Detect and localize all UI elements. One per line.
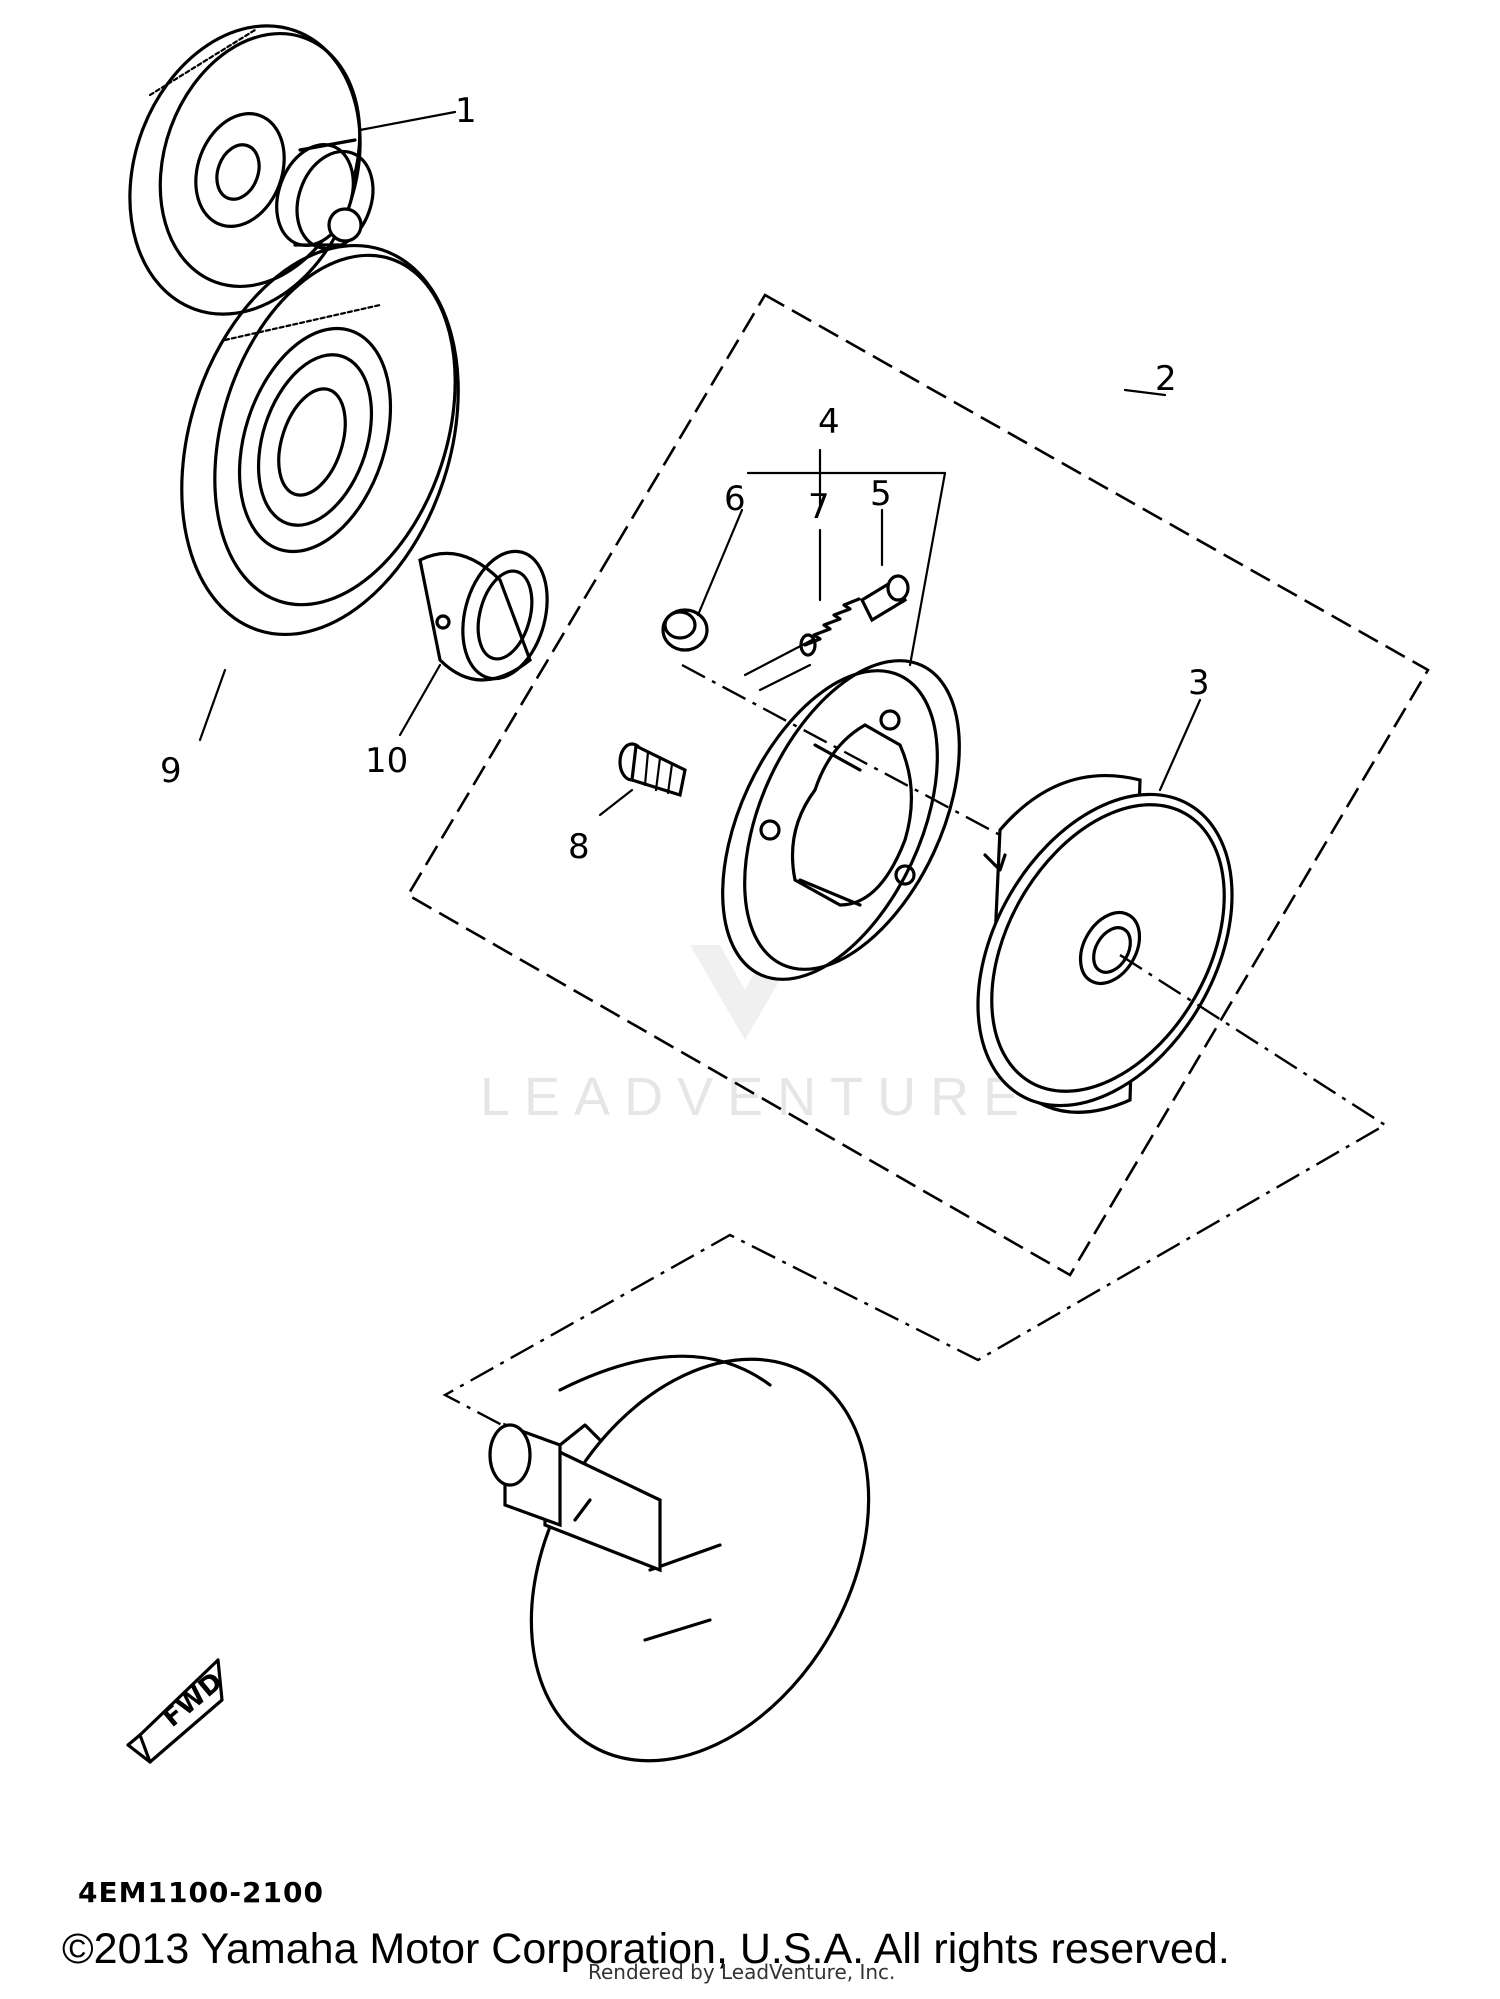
assembly-2-outline <box>406 293 1430 1277</box>
callout-6: 6 <box>724 479 746 519</box>
callout-3: 3 <box>1188 663 1210 703</box>
callout-5: 5 <box>870 474 892 514</box>
part-7-spring <box>799 597 861 657</box>
part-3-clutch-housing <box>976 773 1234 1114</box>
one-way-clutch <box>721 659 961 981</box>
callout-labels: 1 2 3 4 5 6 7 8 9 10 <box>160 91 1210 867</box>
part-5-plunger <box>859 574 910 623</box>
drawing-code: 4EM1100-2100 <box>78 1876 324 1909</box>
callout-2: 2 <box>1155 359 1177 399</box>
copyright-notice: ©2013 Yamaha Motor Corporation, U.S.A. A… <box>62 1925 1230 1973</box>
callout-10: 10 <box>365 741 408 781</box>
leader-lines <box>198 110 1202 817</box>
callout-1: 1 <box>455 91 477 131</box>
fwd-arrow-icon: FWD <box>126 1658 229 1764</box>
callout-7: 7 <box>808 487 830 527</box>
part-9-wheel-gear <box>180 243 460 637</box>
part-10-collar <box>418 549 549 682</box>
part-1-idle-gear <box>128 24 375 316</box>
assembly-centerline <box>442 663 1388 1547</box>
callout-8: 8 <box>568 827 590 867</box>
crankshaft-flywheel <box>488 1354 871 1763</box>
rendered-by-note: Rendered by LeadVenture, Inc. <box>588 1960 896 1984</box>
part-4-grouping-line <box>743 638 814 692</box>
callout-4: 4 <box>818 402 840 442</box>
part-6-roller <box>661 608 709 652</box>
part-8-bolt <box>618 742 687 798</box>
callout-9: 9 <box>160 751 182 791</box>
watermark-text: LEADVENTURE <box>480 1067 1033 1127</box>
